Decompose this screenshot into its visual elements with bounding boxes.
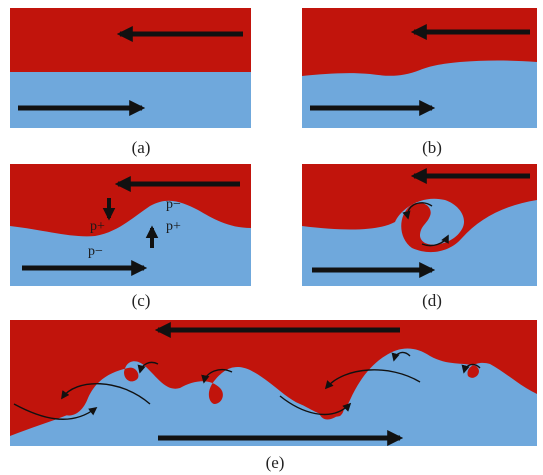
vortex-arrow (402, 202, 433, 220)
pressure-label: p+ (90, 219, 105, 234)
panel-c: p+ p− p− p+ (c) (10, 164, 251, 310)
upper-fluid-layer (10, 320, 537, 436)
lower-fluid-layer (10, 72, 251, 128)
vortex-arrow (137, 361, 159, 374)
panel-caption-b: (b) (422, 138, 442, 157)
panel-e: (e) (10, 320, 537, 472)
pressure-label: p− (88, 244, 103, 259)
upper-fluid-layer (10, 8, 251, 72)
pressure-label: p− (166, 197, 181, 212)
vortex-arrow (13, 403, 98, 420)
vortex-arrow (421, 234, 449, 247)
panel-caption-d: (d) (422, 291, 442, 310)
upper-fluid-layer (302, 164, 537, 253)
panel-b: (b) (302, 8, 537, 157)
panel-caption-e: (e) (266, 453, 285, 472)
vortex-arrow (201, 368, 233, 384)
vortex-arrow (61, 382, 151, 405)
vortex-arrow (391, 351, 411, 362)
vortex-arrow (324, 369, 421, 390)
panel-a: (a) (10, 8, 251, 157)
panel-caption-a: (a) (132, 138, 151, 157)
panel-caption-c: (c) (132, 291, 151, 310)
vortex-arrow (279, 395, 352, 416)
upper-fluid-layer (302, 8, 537, 76)
panel-d: (d) (302, 164, 537, 310)
pressure-label: p+ (166, 219, 181, 234)
vortex-arrow (461, 363, 481, 374)
